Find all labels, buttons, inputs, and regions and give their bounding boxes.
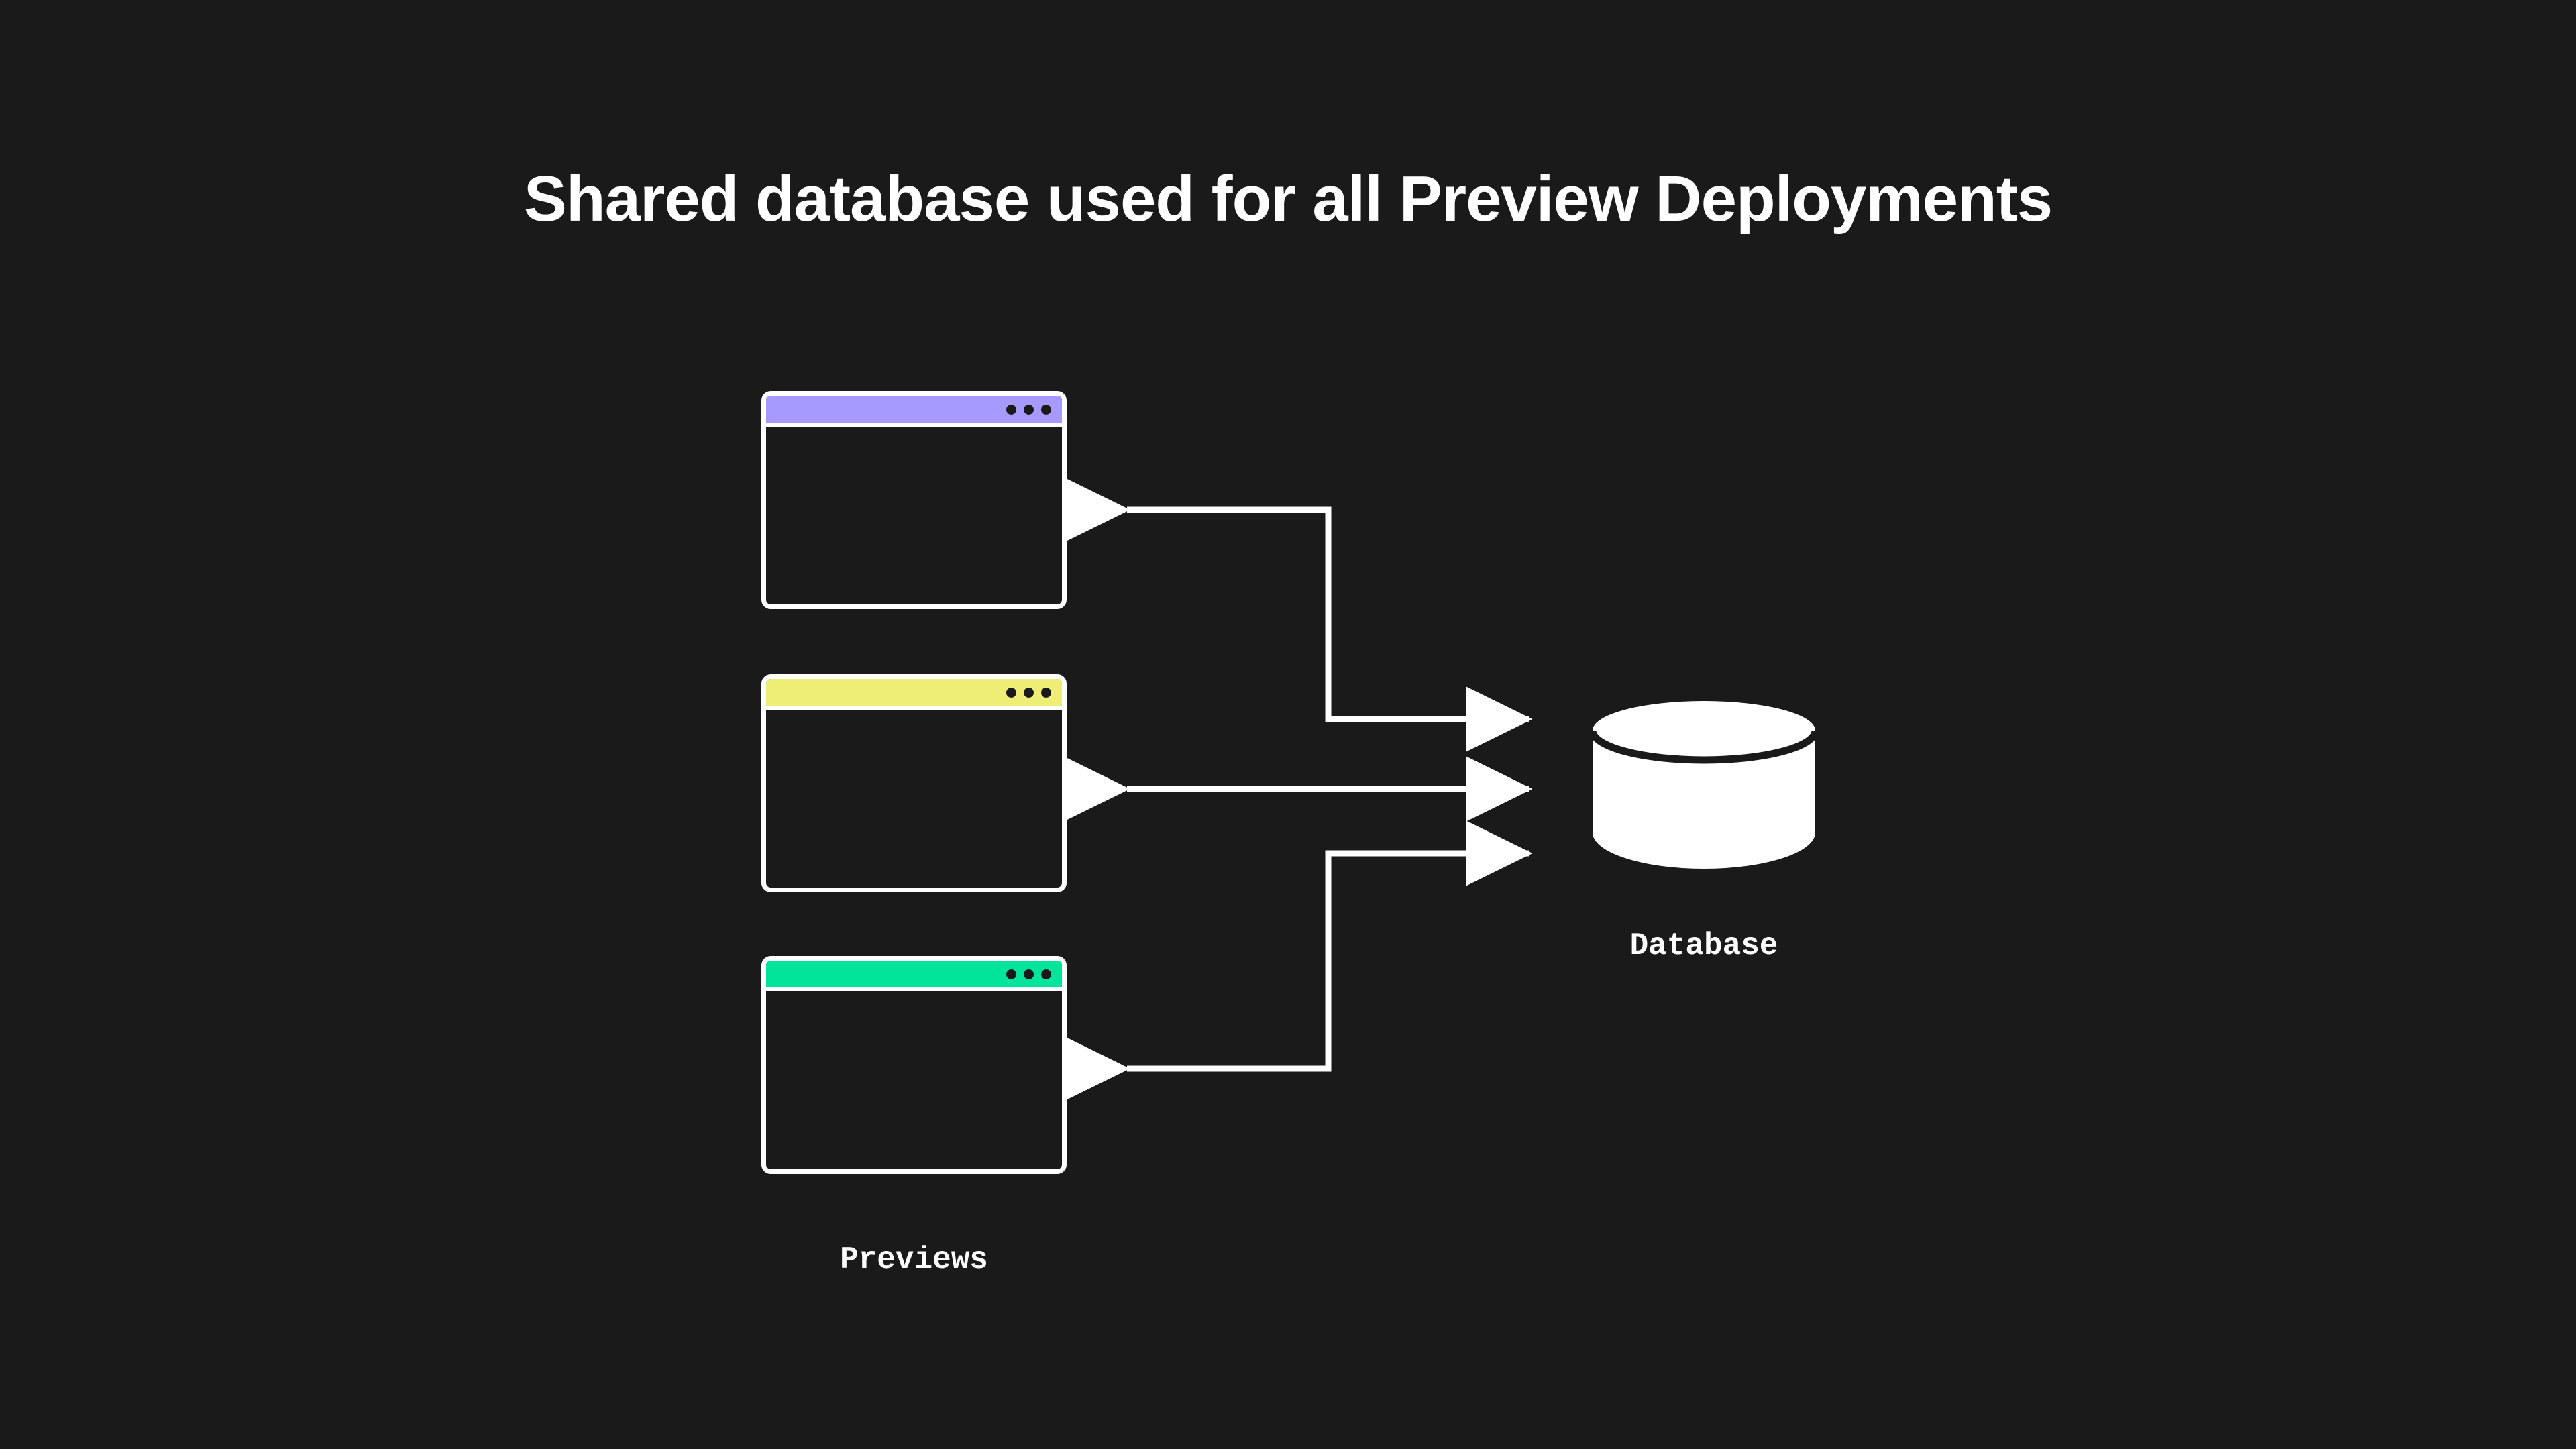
- edge-purple-database: [1063, 477, 1533, 752]
- window-controls-purple[interactable]: [1006, 404, 1051, 415]
- window-titlebar-yellow: [766, 679, 1062, 710]
- page-title: Shared database used for all Preview Dep…: [523, 163, 2053, 235]
- window-body-purple: [766, 427, 1062, 600]
- preview-window-green[interactable]: [761, 956, 1067, 1174]
- window-dot-icon[interactable]: [1024, 969, 1034, 979]
- edge-green-database: [1063, 820, 1533, 1102]
- preview-window-purple[interactable]: [761, 391, 1067, 609]
- window-dot-icon[interactable]: [1041, 969, 1051, 979]
- window-dot-icon[interactable]: [1024, 404, 1034, 415]
- window-controls-yellow[interactable]: [1006, 687, 1051, 698]
- previews-label: Previews: [840, 1242, 988, 1277]
- window-titlebar-green: [766, 961, 1062, 991]
- window-dot-icon[interactable]: [1006, 687, 1016, 698]
- window-dot-icon[interactable]: [1006, 404, 1016, 415]
- window-dot-icon[interactable]: [1041, 404, 1051, 415]
- window-dot-icon[interactable]: [1041, 687, 1051, 698]
- window-titlebar-purple: [766, 396, 1062, 427]
- database-cylinder-icon: [1590, 701, 1818, 869]
- window-body-yellow: [766, 710, 1062, 883]
- database-label: Database: [1629, 928, 1778, 963]
- database-node[interactable]: [1590, 701, 1818, 875]
- window-body-green: [766, 991, 1062, 1165]
- window-dot-icon[interactable]: [1006, 969, 1016, 979]
- window-dot-icon[interactable]: [1024, 687, 1034, 698]
- preview-window-yellow[interactable]: [761, 674, 1067, 892]
- window-controls-green[interactable]: [1006, 969, 1051, 979]
